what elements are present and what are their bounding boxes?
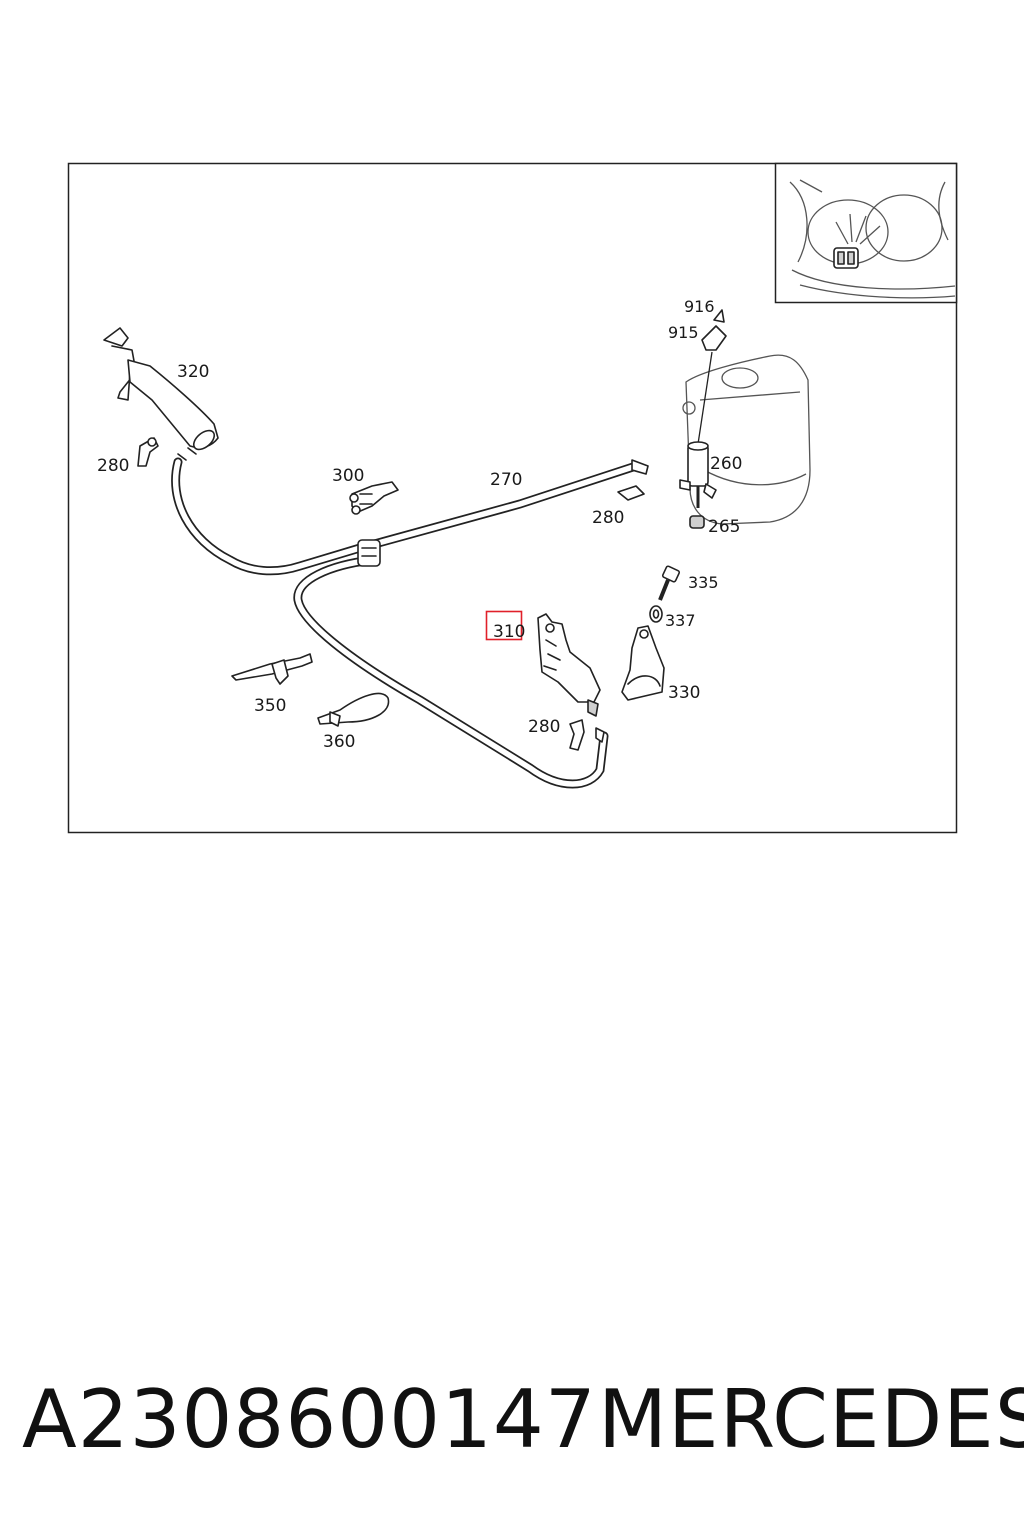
callout-300: 300 [332,466,364,486]
part-337-washer [649,605,663,623]
callout-337: 337 [665,611,696,630]
part-335-screw [658,565,681,601]
parts-diagram: 320 280 300 270 280 916 915 260 265 335 … [67,162,958,834]
callout-265: 265 [708,517,740,537]
callout-350: 350 [254,696,286,716]
hose-270 [171,457,641,576]
callout-330: 330 [668,683,700,703]
callout-280-c: 280 [528,717,560,737]
part-360-clamp [317,692,390,727]
part-265-seal [689,515,705,529]
callout-916: 916 [684,297,715,316]
part-280-elbow-a [137,437,159,467]
part-350-cable-tie [231,653,313,685]
part-280-elbow-c [569,719,605,751]
callout-320: 320 [177,362,209,382]
washer-reservoir [682,354,811,525]
callout-310: 310 [493,622,525,642]
callout-280-b: 280 [592,508,624,528]
callout-360: 360 [323,732,355,752]
callout-335: 335 [688,573,719,592]
part-330-bracket [621,625,665,701]
part-number: A2308600147 [22,1373,597,1466]
callout-915: 915 [668,323,699,342]
callout-260: 260 [710,454,742,474]
part-280-elbow-b [617,459,649,501]
footer: A2308600147 MERCEDES [0,1370,1024,1470]
part-260-pump [679,441,717,508]
hose-clip [357,539,381,567]
part-310-cylinder [537,613,601,717]
diagram-frame [67,162,958,834]
callout-310-highlight [485,610,523,641]
callout-270: 270 [490,470,522,490]
hose-lower-loop [293,555,609,789]
part-916-seal [713,309,725,323]
callout-280-a: 280 [97,456,129,476]
brand-name: MERCEDES [598,1373,1024,1466]
part-300-y-connector [349,481,399,515]
part-915-grommet [701,325,727,351]
part-320-nozzle [103,327,219,461]
inset-headlamp-view [774,162,958,304]
